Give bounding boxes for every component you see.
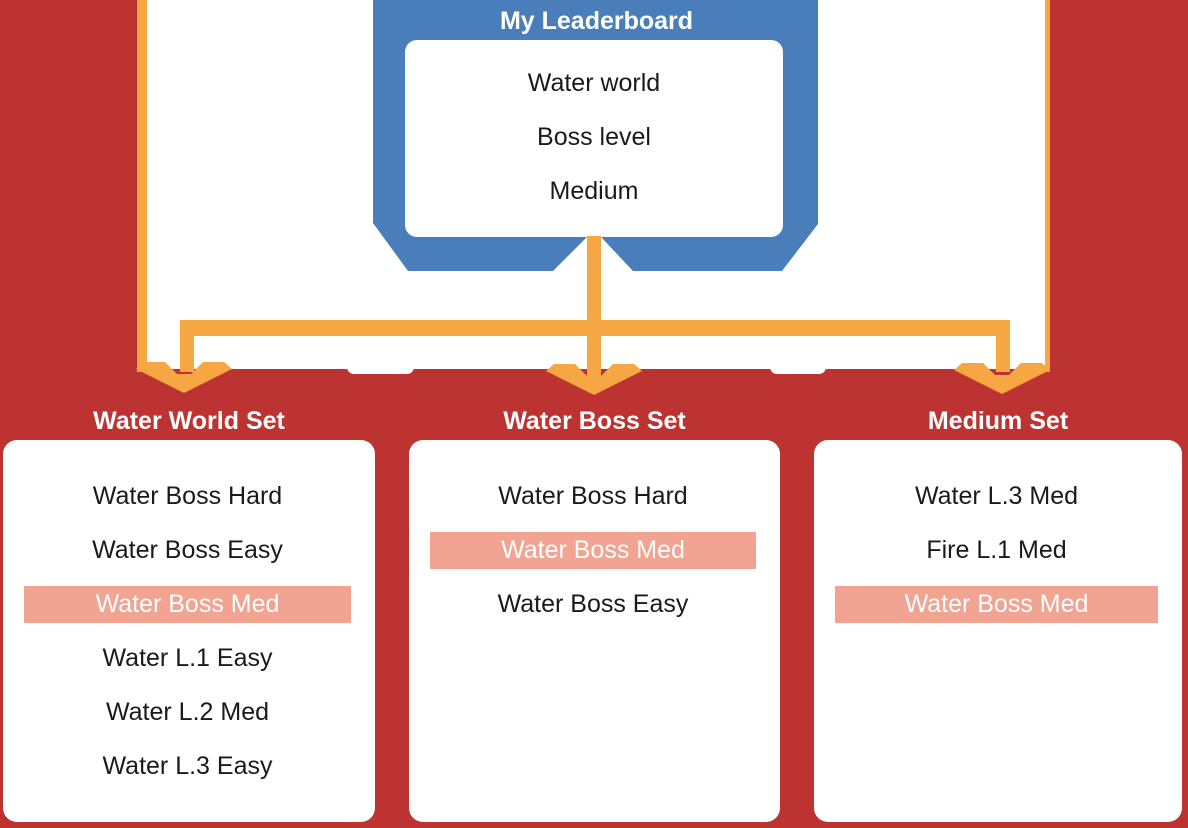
center-connector-shaft <box>587 236 601 376</box>
list-item-highlighted[interactable]: Water Boss Med <box>430 523 756 577</box>
backdrop-bump-left <box>347 355 414 374</box>
list-item: Water L.2 Med <box>24 685 351 739</box>
list-item-highlighted[interactable]: Water Boss Med <box>835 577 1158 631</box>
down-arrow-icon <box>546 364 642 395</box>
left-edge-connector-line <box>137 0 147 372</box>
list-item: Fire L.1 Med <box>835 523 1158 577</box>
list-item-label: Fire L.1 Med <box>926 535 1067 564</box>
list-item: Water L.3 Easy <box>24 739 351 793</box>
root-banner-title: My Leaderboard <box>499 7 694 35</box>
root-field-world: Water world <box>527 69 661 97</box>
down-arrow-icon <box>136 362 232 393</box>
root-field-level: Boss level <box>537 123 651 151</box>
root-field-difficulty: Medium <box>549 177 639 205</box>
column-water-world-set: Water World Set Water Boss Hard Water Bo… <box>3 403 375 822</box>
highlight-chip[interactable]: Water Boss Med <box>24 585 351 623</box>
left-connector-elbow <box>180 320 194 372</box>
column-box: Water L.3 Med Fire L.1 Med Water Boss Me… <box>814 440 1182 822</box>
list-item: Water L.1 Easy <box>24 631 351 685</box>
backdrop-bump-right <box>770 355 826 374</box>
list-item-label: Water L.2 Med <box>105 697 270 726</box>
column-medium-set: Medium Set Water L.3 Med Fire L.1 Med Wa… <box>814 403 1182 822</box>
column-header: Medium Set <box>927 407 1069 435</box>
down-arrow-icon <box>954 363 1050 394</box>
list-item-label: Water L.3 Easy <box>102 751 273 780</box>
list-item: Water Boss Hard <box>430 469 756 523</box>
column-water-boss-set: Water Boss Set Water Boss Hard Water Bos… <box>409 403 780 822</box>
column-box: Water Boss Hard Water Boss Med Water Bos… <box>409 440 780 822</box>
list-item-label: Water Boss Hard <box>498 481 688 510</box>
list-item: Water Boss Easy <box>24 523 351 577</box>
column-box: Water Boss Hard Water Boss Easy Water Bo… <box>3 440 375 822</box>
list-item-highlighted[interactable]: Water Boss Med <box>24 577 351 631</box>
right-connector-elbow <box>996 320 1010 372</box>
connector-tree <box>136 236 1050 395</box>
list-item: Water L.3 Med <box>835 469 1158 523</box>
column-header: Water Boss Set <box>503 407 686 435</box>
list-item-label: Water Boss Easy <box>92 535 283 564</box>
root-banner-inner-panel <box>405 40 783 237</box>
list-item-label: Water L.1 Easy <box>102 643 273 672</box>
highlight-chip[interactable]: Water Boss Med <box>835 585 1158 623</box>
list-item-label: Water Boss Easy <box>497 589 689 618</box>
list-item: Water Boss Easy <box>430 577 756 631</box>
list-item-label: Water Boss Hard <box>92 481 283 510</box>
root-banner-fields: Water world Boss level Medium <box>405 40 783 237</box>
list-item: Water Boss Hard <box>24 469 351 523</box>
highlight-chip[interactable]: Water Boss Med <box>430 531 756 569</box>
list-item-label: Water L.3 Med <box>914 481 1079 510</box>
column-header: Water World Set <box>93 407 285 435</box>
horizontal-connector-bar <box>180 320 1010 336</box>
